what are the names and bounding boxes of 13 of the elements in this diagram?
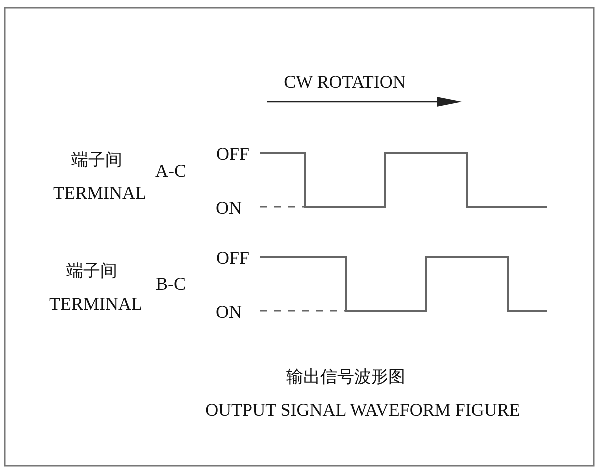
state-label: ON	[216, 303, 242, 321]
caption: 输出信号波形图	[286, 370, 406, 386]
channel-label: B-C	[156, 275, 186, 293]
state-label: OFF	[216, 249, 250, 267]
terminal-label: TERMINAL	[50, 295, 142, 313]
terminal-label: 端子间	[66, 264, 118, 280]
state-label: OFF	[216, 145, 250, 163]
direction-label: CW ROTATION	[284, 73, 406, 91]
caption: OUTPUT SIGNAL WAVEFORM FIGURE	[206, 401, 520, 419]
terminal-label: TERMINAL	[54, 184, 146, 202]
state-label: ON	[216, 199, 242, 217]
terminal-label: 端子间	[72, 152, 122, 170]
channel-label: A-C	[156, 162, 186, 180]
